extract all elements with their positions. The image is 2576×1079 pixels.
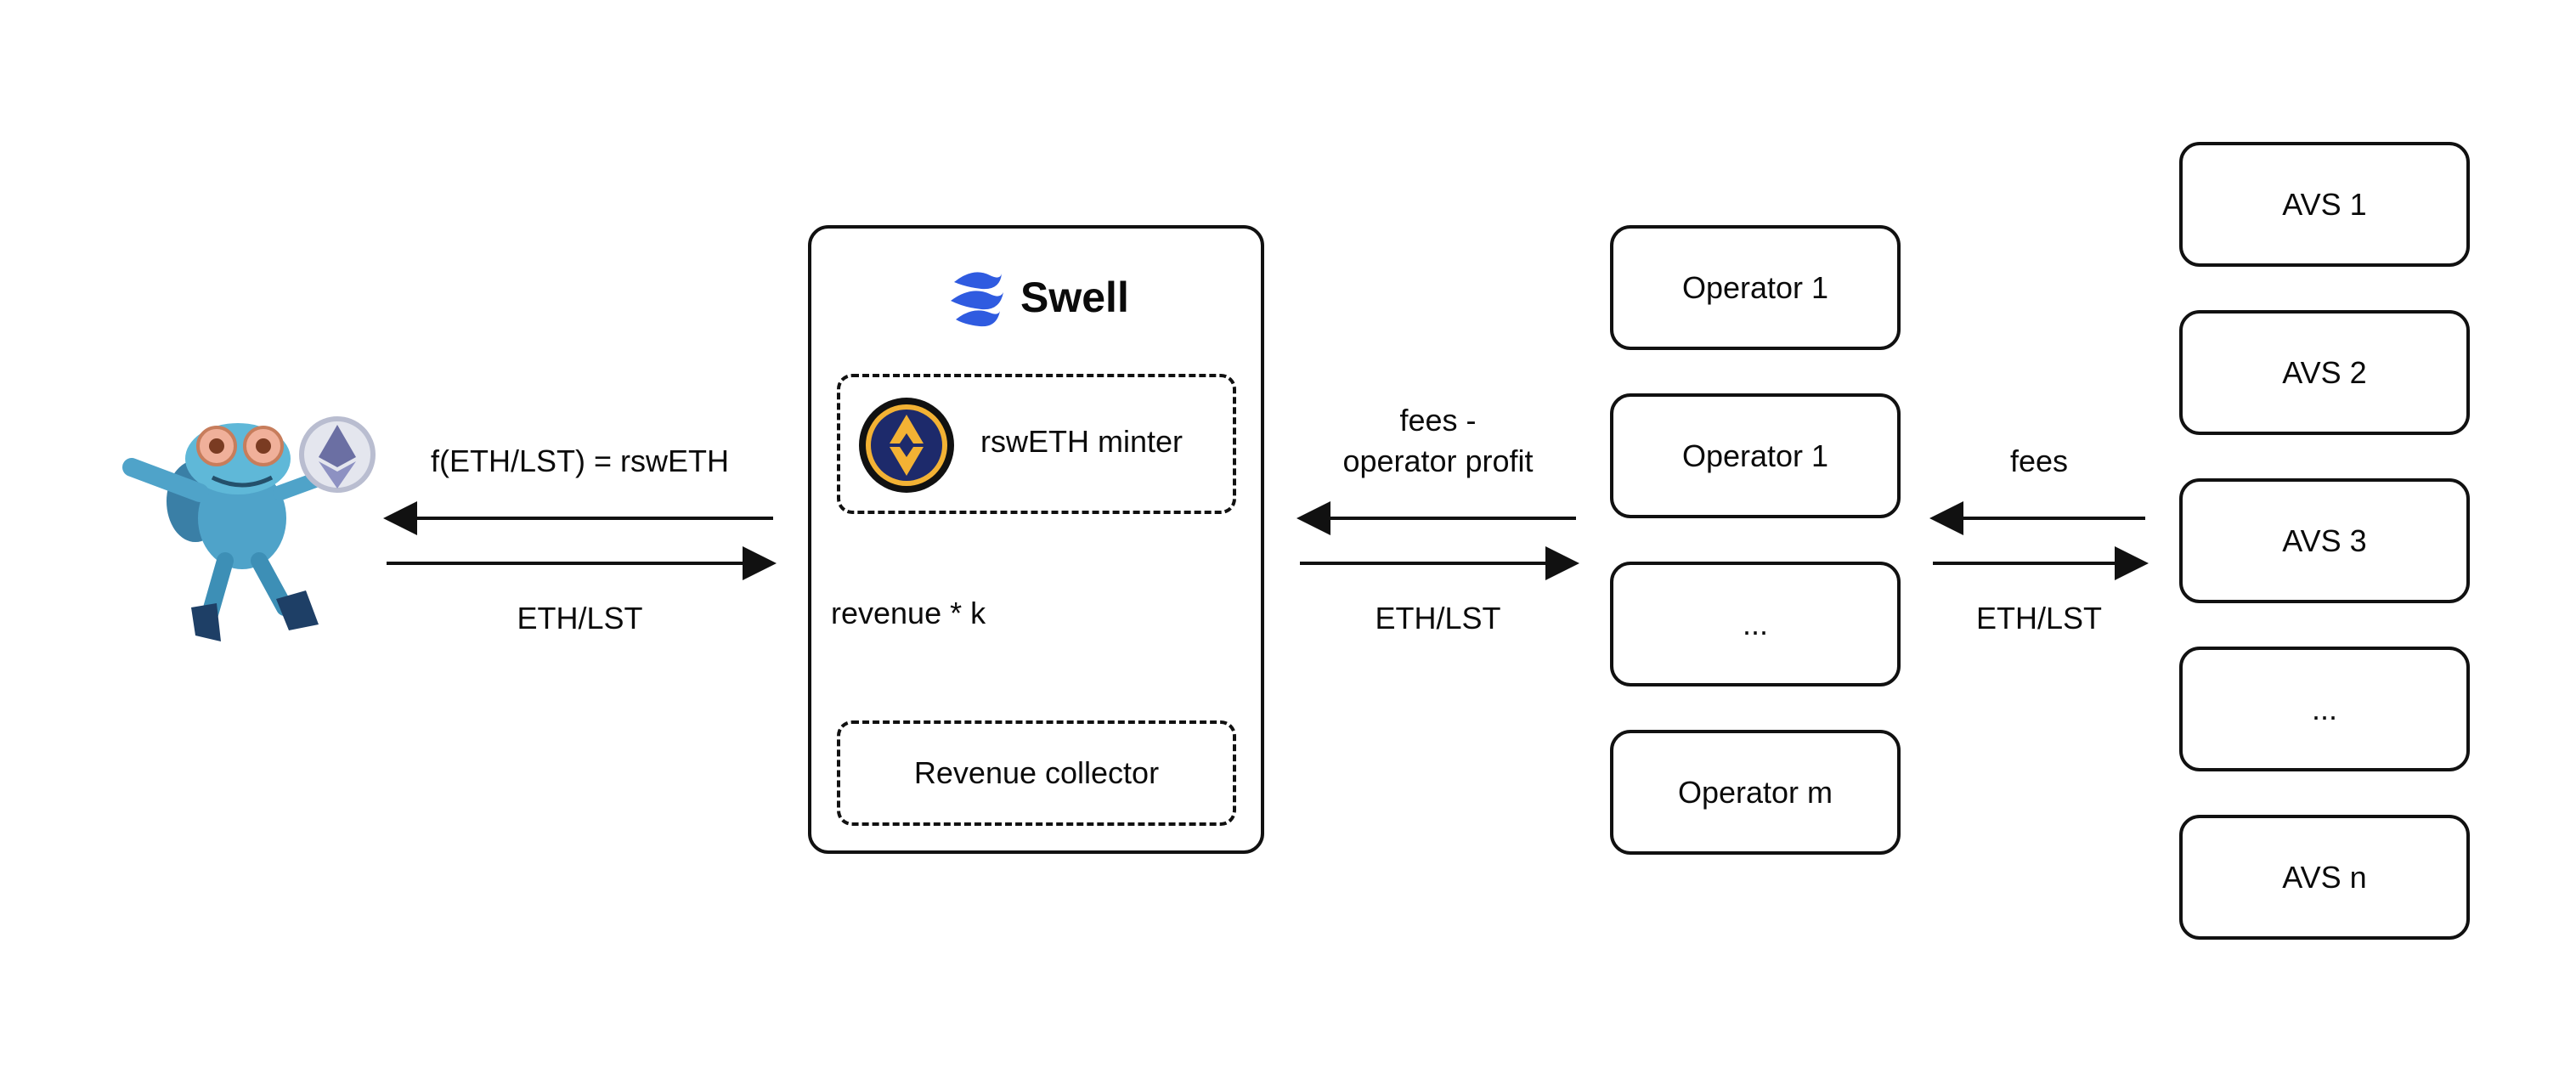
avs-box: AVS n xyxy=(2179,815,2470,940)
operator-box: Operator m xyxy=(1610,730,1901,855)
user-flow-bottom-label: ETH/LST xyxy=(517,601,643,636)
avs-box: ... xyxy=(2179,647,2470,771)
avs-label: AVS n xyxy=(2282,859,2367,895)
operator-flow-top-label-line1: fees - xyxy=(1399,403,1477,438)
avs-label: AVS 1 xyxy=(2282,186,2367,222)
operator-label: Operator 1 xyxy=(1681,438,1829,473)
swell-brand-name: Swell xyxy=(1020,274,1129,321)
rsweth-minter-label: rswETH minter xyxy=(980,424,1183,459)
operator-box: Operator 1 xyxy=(1610,393,1901,518)
rsweth-token-icon xyxy=(857,396,956,494)
operator-label: Operator m xyxy=(1677,774,1833,810)
avs-label: AVS 3 xyxy=(2282,523,2367,558)
avs-label: AVS 2 xyxy=(2282,354,2367,390)
revenue-label: revenue * k xyxy=(831,596,986,630)
operator-box: Operator 1 xyxy=(1610,225,1901,350)
avs-box: AVS 2 xyxy=(2179,310,2470,435)
avs-flow-top-label: fees xyxy=(2009,443,2069,478)
operator-label: ... xyxy=(1742,606,1768,641)
avs-flow-bottom-label: ETH/LST xyxy=(1975,601,2103,636)
operator-flow-top-label-line2: operator profit xyxy=(1342,443,1534,478)
avs-box: AVS 3 xyxy=(2179,478,2470,603)
swell-brand: Swell xyxy=(947,263,1129,331)
revenue-collector-label: Revenue collector xyxy=(913,755,1160,790)
user-flow-top-label: f(ETH/LST) = rswETH xyxy=(430,443,730,478)
operator-label: Operator 1 xyxy=(1681,269,1829,305)
rsweth-minter-box: rswETH minter xyxy=(837,374,1236,514)
swell-logo-icon xyxy=(951,272,1003,327)
operator-box: ... xyxy=(1610,562,1901,686)
mascot-illustration xyxy=(115,408,387,646)
avs-box: AVS 1 xyxy=(2179,142,2470,267)
operator-flow-bottom-label: ETH/LST xyxy=(1375,601,1501,636)
avs-label: ... xyxy=(2311,691,2337,726)
swell-container xyxy=(808,225,1264,854)
revenue-collector-box: Revenue collector xyxy=(837,720,1236,826)
